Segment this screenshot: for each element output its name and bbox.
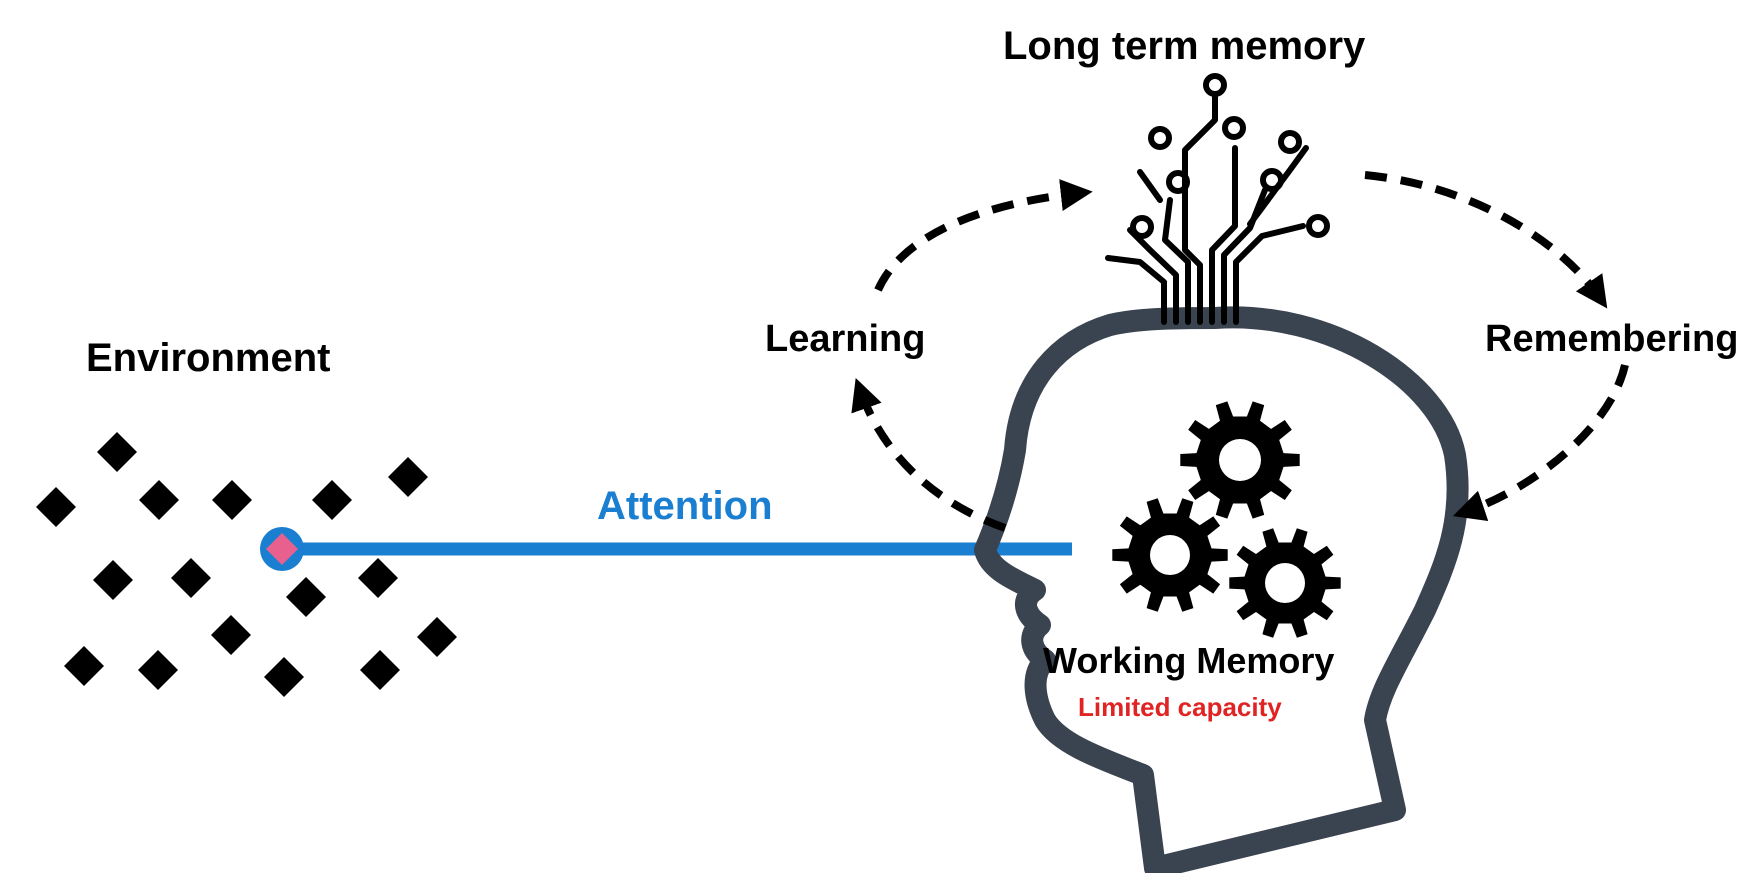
gear-icon bbox=[1180, 401, 1300, 519]
learning-label: Learning bbox=[765, 318, 926, 360]
gear-icon bbox=[1229, 528, 1341, 638]
diamond-icon bbox=[312, 480, 352, 520]
limited-capacity-label: Limited capacity bbox=[1078, 692, 1282, 722]
focused-item bbox=[260, 527, 304, 571]
environment-label: Environment bbox=[86, 336, 331, 380]
diamond-icon bbox=[211, 615, 251, 655]
remembering-arrow-in bbox=[1452, 364, 1629, 521]
diamond-icon bbox=[264, 657, 304, 697]
diamond-icon bbox=[286, 577, 326, 617]
diamond-icon bbox=[212, 480, 252, 520]
diamond-icon bbox=[97, 432, 137, 472]
diamond-icon bbox=[36, 487, 76, 527]
learning-arrow-down bbox=[851, 377, 1007, 532]
diamond-icon bbox=[171, 558, 211, 598]
diamond-icon bbox=[93, 560, 133, 600]
attention-label: Attention bbox=[597, 484, 773, 528]
working-memory-label: Working Memory bbox=[1043, 640, 1335, 681]
diamond-icon bbox=[417, 617, 457, 657]
remembering-label: Remembering bbox=[1485, 318, 1739, 360]
gears-icon bbox=[1112, 401, 1341, 638]
diamond-icon bbox=[138, 650, 178, 690]
learning-arrow-up bbox=[874, 179, 1093, 292]
circuit-tree-icon bbox=[1105, 73, 1330, 325]
diamond-icon bbox=[358, 558, 398, 598]
gear-icon bbox=[1112, 498, 1228, 612]
head-outline bbox=[974, 306, 1469, 873]
diamond-icon bbox=[388, 457, 428, 497]
remembering-arrow-down bbox=[1364, 171, 1608, 309]
diamond-icon bbox=[64, 646, 104, 686]
diamond-icon bbox=[139, 480, 179, 520]
long-term-memory-label: Long term memory bbox=[1003, 24, 1366, 68]
environment-items bbox=[36, 432, 457, 697]
diamond-icon bbox=[360, 650, 400, 690]
